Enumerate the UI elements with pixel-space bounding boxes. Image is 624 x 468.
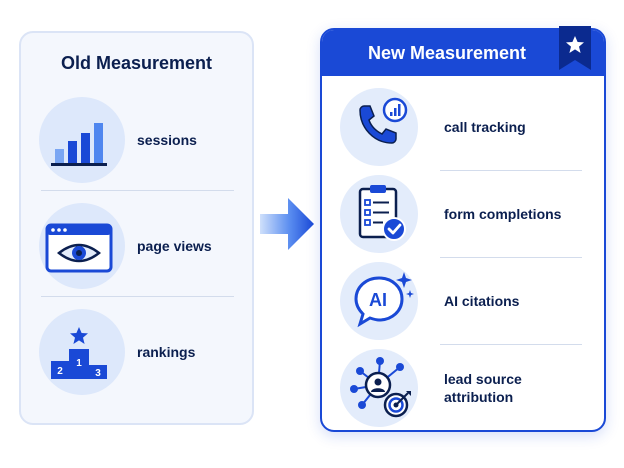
- divider: [41, 190, 234, 191]
- clipboard-check-icon: [358, 185, 406, 241]
- new-item-label: call tracking: [444, 119, 526, 135]
- divider: [41, 296, 234, 297]
- old-item-sessions: sessions: [21, 95, 252, 185]
- new-item-ai-citations: AI AI citations: [322, 258, 604, 344]
- new-item-call-tracking: call tracking: [322, 84, 604, 170]
- icon-circle: [340, 88, 418, 166]
- star-ribbon-icon: [559, 26, 591, 70]
- old-item-label: sessions: [137, 132, 197, 148]
- phone-chart-icon: [359, 97, 408, 144]
- new-measurement-header: New Measurement: [322, 30, 604, 76]
- browser-eye-icon: [45, 223, 113, 273]
- old-item-label: rankings: [137, 344, 196, 360]
- old-measurement-title: Old Measurement: [60, 53, 213, 73]
- new-item-lead-source-attribution: lead source attribution: [322, 345, 604, 430]
- network-target-icon: [350, 357, 411, 418]
- new-item-label: form completions: [444, 206, 562, 222]
- new-item-form-completions: form completions: [322, 171, 604, 257]
- new-item-label: AI citations: [444, 293, 520, 309]
- new-measurement-title: New Measurement: [367, 43, 527, 63]
- old-measurement-card: Old Measurement sessions page views: [19, 31, 254, 425]
- divider: [440, 344, 582, 345]
- podium-third-label: 3: [95, 368, 101, 379]
- new-measurement-card: New Measurement call tracking form: [320, 28, 606, 432]
- podium-icon: 1 2 3: [51, 327, 107, 379]
- divider: [440, 170, 582, 171]
- right-arrow-icon: [260, 198, 314, 250]
- ai-chat-icon: AI: [354, 272, 414, 328]
- divider: [440, 257, 582, 258]
- bar-chart-icon: [51, 123, 107, 166]
- old-item-page-views: page views: [21, 201, 252, 291]
- ai-text: AI: [369, 290, 387, 310]
- podium-second-label: 2: [57, 366, 63, 377]
- old-item-label: page views: [137, 238, 212, 254]
- podium-first-label: 1: [76, 358, 82, 369]
- new-item-label: lead source attribution: [444, 371, 522, 405]
- old-item-rankings: 1 2 3 rankings: [21, 307, 252, 397]
